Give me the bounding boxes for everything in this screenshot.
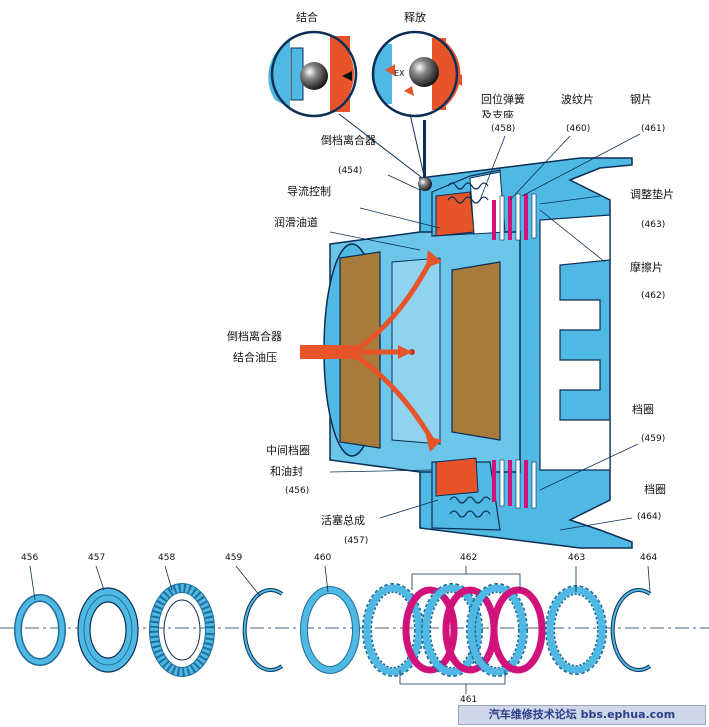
intermediate-ring-label-1: 中间档圈 (266, 444, 310, 457)
apply-pressure-label-1: 倒档离合器 (227, 330, 282, 343)
part-464-label: 464 (640, 553, 658, 563)
engaged-detail-circle (268, 30, 358, 118)
return-spring-label-2: 及支座 (481, 110, 514, 118)
return-spring-label: 回位弹簧 (481, 93, 525, 106)
part-leaders (29, 565, 651, 694)
ref-458: (458) (491, 124, 516, 134)
part-463-label: 463 (568, 553, 586, 563)
ref-456: (456) (285, 486, 310, 496)
wave-plate-label: 波纹片 (561, 93, 594, 106)
detail-leader (338, 113, 426, 181)
apply-pressure-label-2: 结合油压 (233, 351, 277, 364)
check-ball-released (409, 57, 439, 87)
snap-ring-label-1: 档圈 (632, 403, 654, 416)
part-460-label: 460 (314, 553, 332, 563)
clutch-housing (323, 120, 633, 549)
released-label: 释放 (404, 11, 426, 24)
part-463-shim (545, 585, 607, 675)
part-458-spring-retainer (149, 583, 215, 677)
part-458-label: 458 (158, 553, 176, 563)
clutch-pack-top (492, 193, 537, 241)
snap-ring-label-2: 档圈 (644, 483, 666, 496)
released-detail-circle (371, 30, 462, 118)
ref-454: (454) (338, 166, 363, 176)
part-462-461-plate-stack (362, 583, 546, 677)
part-461-label: 461 (460, 695, 478, 705)
part-462-label: 462 (460, 553, 478, 563)
friction-plate-label: 摩擦片 (630, 261, 663, 274)
part-457-label: 457 (88, 553, 106, 563)
part-459-snap-ring (242, 588, 284, 672)
ref-459: (459) (641, 434, 666, 444)
lube-passage-label: 润滑油道 (274, 216, 318, 229)
part-456-ring (14, 594, 66, 666)
intermediate-ring-label-2: 和油封 (270, 465, 303, 478)
clutch-pack-bottom (492, 459, 537, 509)
engaged-label: 结合 (296, 11, 318, 24)
ref-462: (462) (641, 291, 666, 301)
pressure-arrow-icon (342, 71, 352, 81)
ref-461: (461) (641, 124, 666, 134)
ref-457: (457) (344, 536, 369, 546)
check-ball-engaged (300, 62, 328, 90)
leader-lines (329, 133, 641, 531)
adjust-shim-label: 调整垫片 (630, 188, 674, 201)
part-460-wave-plate (300, 586, 360, 674)
ref-463: (463) (641, 220, 666, 230)
piston-assembly-label: 活塞总成 (321, 514, 365, 527)
ref-460: (460) (566, 124, 591, 134)
part-464-snap-ring (610, 588, 652, 672)
part-457-piston (77, 587, 139, 673)
reverse-clutch-label: 倒档离合器 (321, 134, 376, 147)
part-459-label: 459 (225, 553, 243, 563)
guide-control-label: 导流控制 (287, 185, 331, 198)
ref-464: (464) (637, 512, 662, 522)
oil-pressure-arrows (300, 250, 442, 452)
steel-plate-label: 钢片 (630, 93, 652, 106)
check-ball (418, 177, 432, 191)
exhaust-label: EX (394, 69, 405, 78)
forum-watermark: 汽车维修技术论坛 bbs.ephua.com (458, 705, 706, 725)
part-456-label: 456 (21, 553, 39, 563)
